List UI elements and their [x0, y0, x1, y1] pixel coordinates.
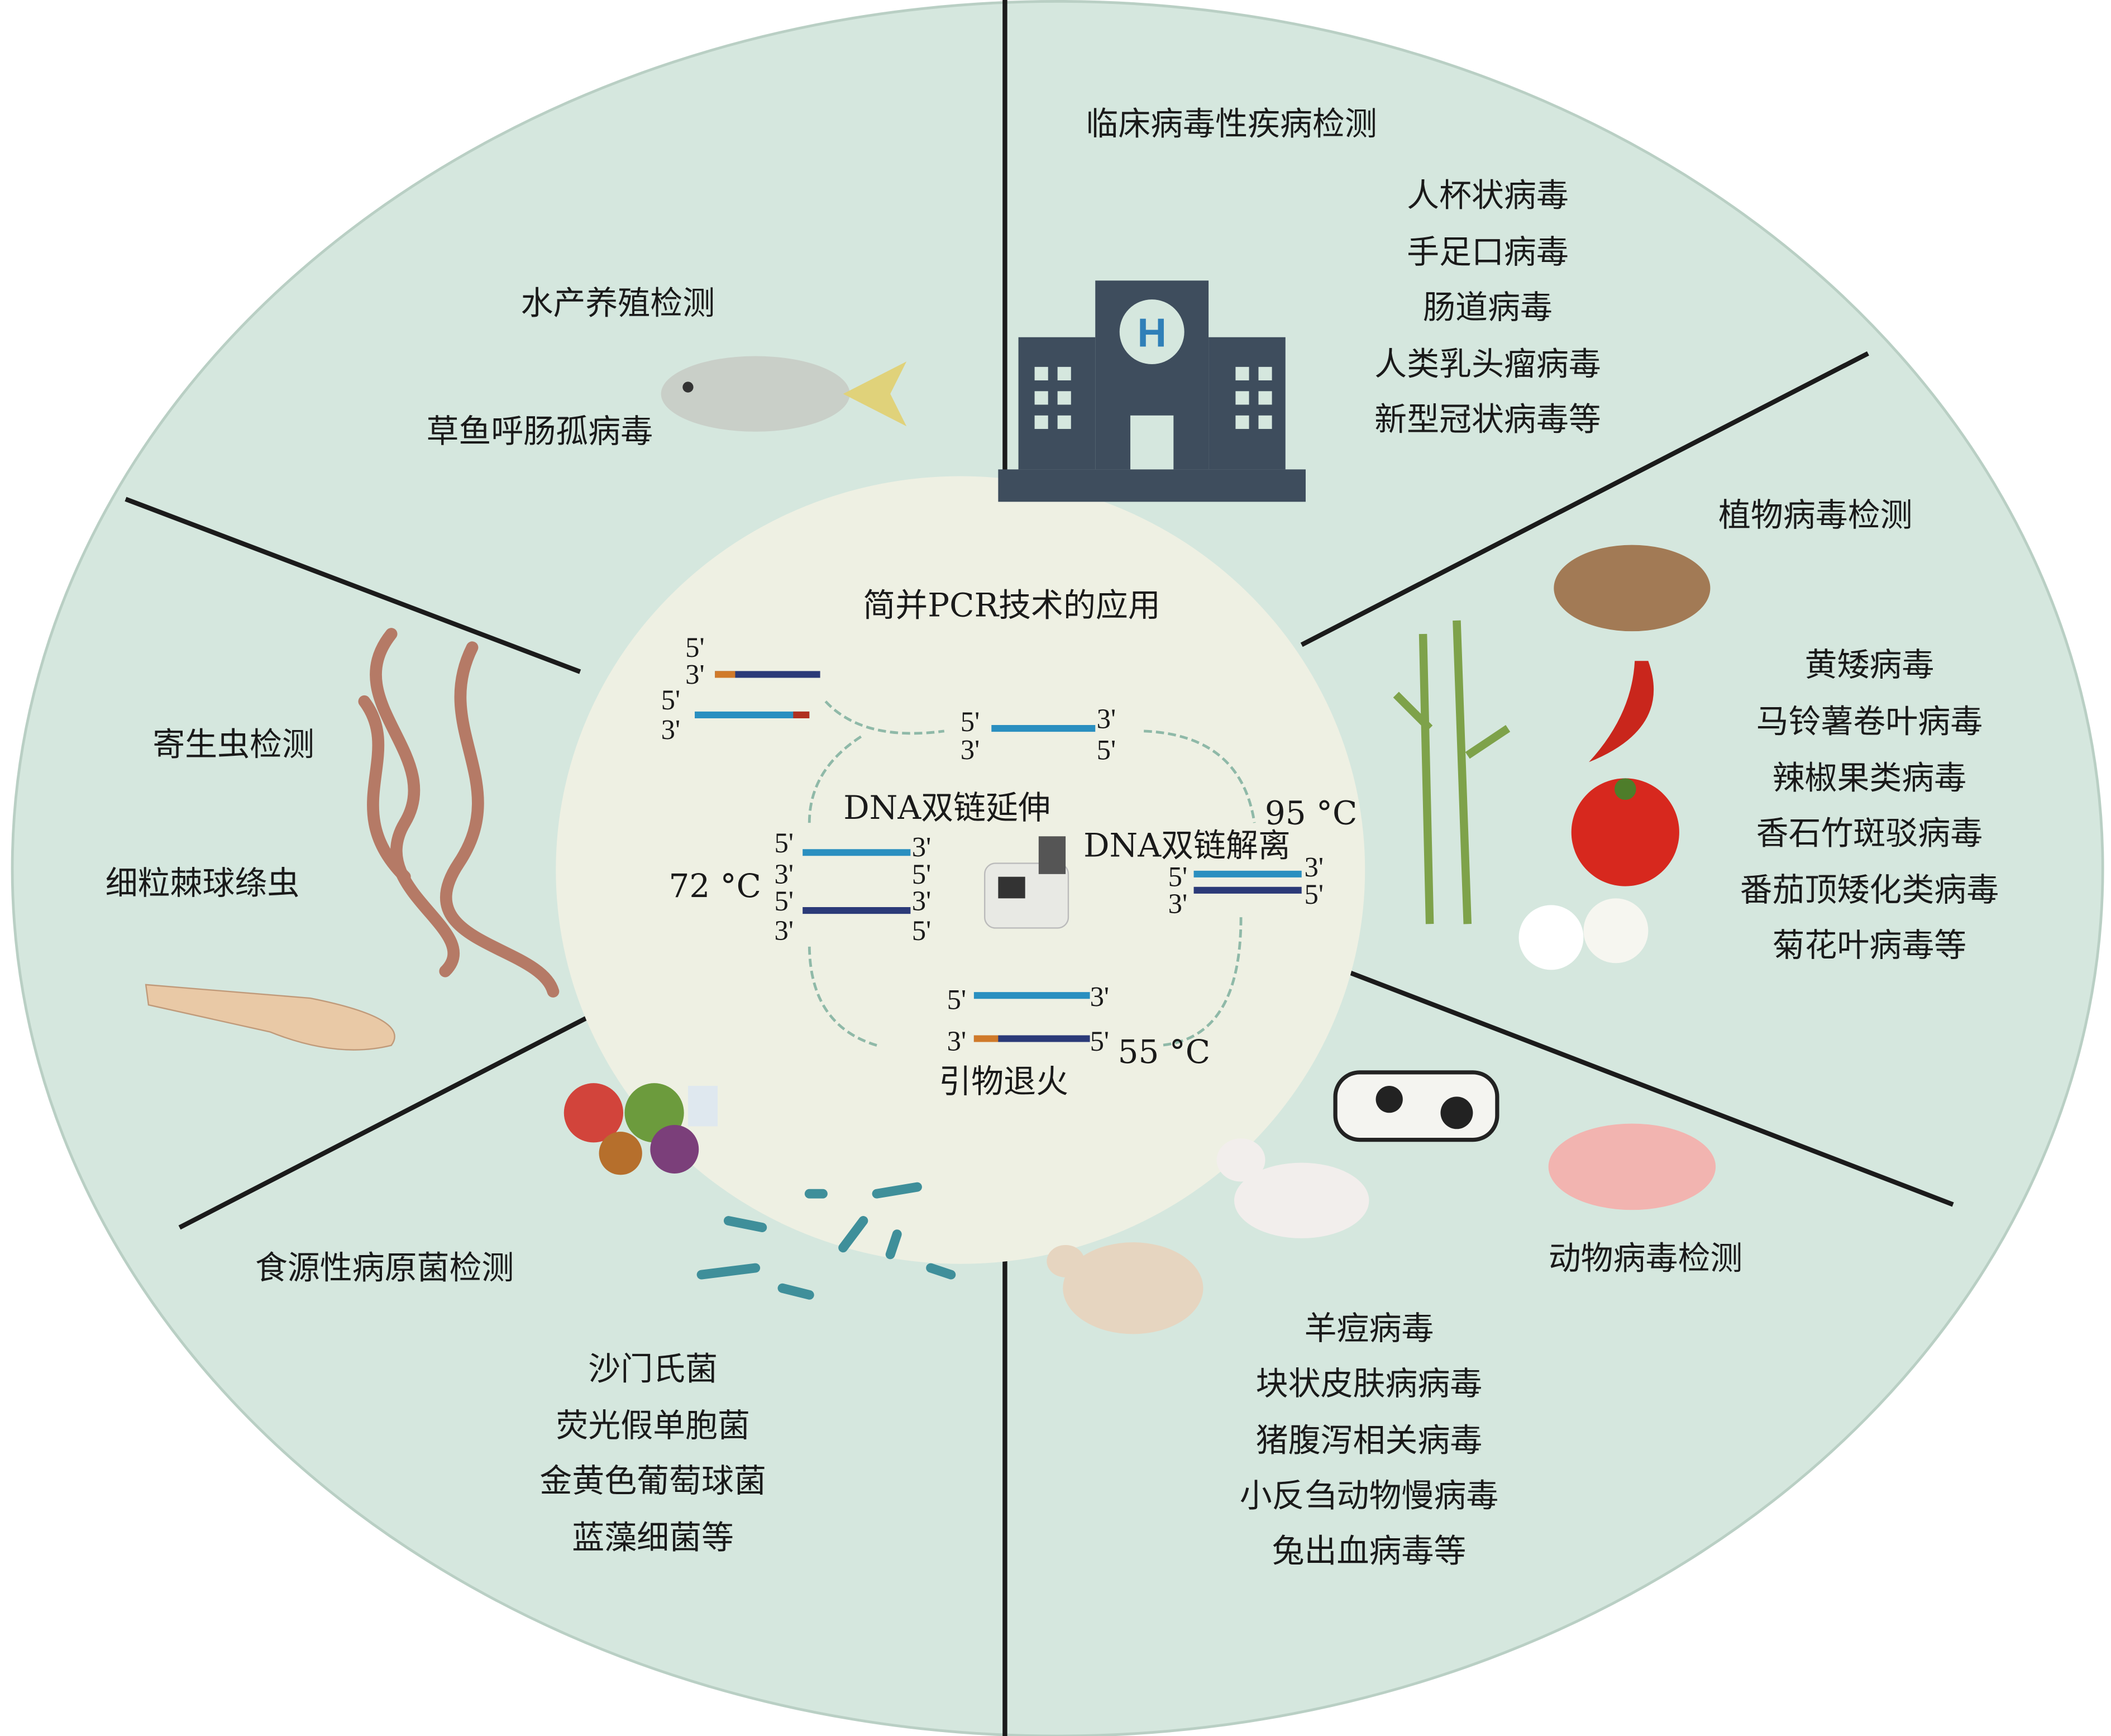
list-item: 金黄色葡萄球菌 — [539, 1462, 766, 1500]
strand-labels: 5' 3' 5' 3' 5' 3' 3' 5' 5' 3' 3' 5' 5' 3… — [661, 632, 1324, 1057]
strand-label: 3' — [1305, 852, 1324, 883]
section-animal: 动物病毒检测 羊痘病毒 块状皮肤病病毒 猪腹泻相关病毒 小反刍动物慢病毒 兔出血… — [1240, 1239, 1743, 1570]
denaturation-label: DNA双链解离 — [1083, 826, 1291, 864]
pcr-machine-icon — [984, 836, 1069, 929]
strand-label: 5' — [1305, 879, 1324, 910]
strand-label: 3' — [774, 859, 794, 890]
section-title: 动物病毒检测 — [1549, 1239, 1743, 1277]
potato-icon — [1554, 545, 1711, 632]
list-item: 沙门氏菌 — [588, 1349, 718, 1387]
temp-denature: 95 °C — [1265, 794, 1357, 832]
list-item: 蓝藻细菌等 — [572, 1518, 734, 1556]
chili-icon — [1589, 661, 1654, 762]
annealing-label: 引物退火 — [939, 1062, 1068, 1100]
list-item: 香石竹斑驳病毒 — [1756, 814, 1983, 852]
section-title: 植物病毒检测 — [1718, 496, 1913, 534]
list-item: 番茄顶矮化类病毒 — [1740, 871, 1999, 909]
svg-text:H: H — [1138, 311, 1167, 356]
strand-label: 5' — [912, 915, 932, 946]
list-item: 辣椒果类病毒 — [1773, 759, 1967, 797]
bacteria-icon — [696, 1182, 956, 1300]
list-item: 小反刍动物慢病毒 — [1240, 1476, 1499, 1514]
section-plant: 植物病毒检测 黄矮病毒 马铃薯卷叶病毒 辣椒果类病毒 香石竹斑驳病毒 番茄顶矮化… — [1718, 496, 1999, 964]
section-aquaculture: 水产养殖检测 草鱼呼肠孤病毒 — [427, 284, 715, 450]
strand-label: 3' — [912, 831, 932, 862]
section-title: 食源性病原菌检测 — [255, 1248, 514, 1286]
strand-label: 5' — [912, 859, 932, 890]
strand-label: 3' — [774, 915, 794, 946]
list-item: 人类乳头瘤病毒 — [1374, 345, 1601, 383]
fish-icon — [661, 356, 907, 432]
strand-label: 3' — [961, 735, 980, 766]
strand-label: 5' — [1097, 735, 1116, 766]
strand-label: 5' — [961, 706, 980, 737]
list-item: 黄矮病毒 — [1805, 646, 1935, 684]
list-item: 肠道病毒 — [1423, 288, 1553, 326]
dna-strands — [695, 671, 1302, 1042]
temp-anneal: 55 °C — [1118, 1033, 1210, 1071]
center-title: 简并PCR技术的应用 — [863, 586, 1160, 624]
strand-label: 5' — [774, 885, 794, 917]
divider-top-left — [125, 497, 581, 674]
extension-label: DNA双链延伸 — [843, 789, 1050, 827]
strand-label: 3' — [1168, 888, 1188, 919]
cotton-icon — [1518, 898, 1649, 970]
strand-label: 5' — [947, 984, 967, 1015]
bamboo-icon — [1393, 620, 1511, 924]
strand-label: 3' — [685, 659, 705, 690]
section-title: 临床病毒性疾病检测 — [1086, 104, 1377, 142]
pig-icon — [1548, 1123, 1716, 1210]
strand-label: 3' — [1090, 981, 1110, 1013]
tomato-icon — [1571, 778, 1679, 886]
strand-label: 5' — [774, 827, 794, 859]
section-foodborne: 食源性病原菌检测 沙门氏菌 荧光假单胞菌 金黄色葡萄球菌 蓝藻细菌等 — [255, 1248, 766, 1556]
hospital-icon: H — [998, 280, 1306, 502]
list-item: 手足口病毒 — [1407, 233, 1569, 271]
divider-bottom-right — [1327, 962, 1954, 1207]
list-item: 草鱼呼肠孤病毒 — [427, 412, 653, 450]
strand-label: 5' — [685, 632, 705, 663]
strand-label: 3' — [947, 1026, 967, 1057]
list-item: 细粒棘球绦虫 — [106, 864, 300, 902]
divider-top-right — [1300, 351, 1869, 647]
section-title: 水产养殖检测 — [521, 284, 715, 322]
list-item: 新型冠状病毒等 — [1374, 400, 1601, 438]
list-item: 羊痘病毒 — [1305, 1309, 1434, 1347]
strand-label: 3' — [661, 714, 681, 745]
section-title: 寄生虫检测 — [152, 725, 314, 763]
pcr-cycle-arrows — [808, 700, 1256, 1047]
list-item: 块状皮肤病病毒 — [1256, 1365, 1483, 1403]
strand-label: 5' — [1168, 861, 1188, 893]
temp-extend: 72 °C — [669, 867, 761, 905]
strand-label: 3' — [912, 885, 932, 917]
section-clinical: 临床病毒性疾病检测 人杯状病毒 手足口病毒 肠道病毒 人类乳头瘤病毒 新型冠状病… — [1086, 104, 1601, 438]
list-item: 人杯状病毒 — [1407, 176, 1569, 214]
list-item: 马铃薯卷叶病毒 — [1756, 702, 1983, 740]
cow-icon — [1333, 1070, 1499, 1142]
list-item: 猪腹泻相关病毒 — [1256, 1421, 1483, 1459]
list-item: 兔出血病毒等 — [1272, 1532, 1467, 1570]
strand-label: 5' — [661, 684, 681, 716]
worm-icon — [358, 628, 560, 998]
section-parasite: 寄生虫检测 细粒棘球绦虫 — [106, 725, 314, 902]
sheep-icon — [1047, 1242, 1203, 1334]
strand-label: 3' — [1097, 703, 1116, 735]
list-item: 荧光假单胞菌 — [556, 1406, 750, 1444]
divider-bottom-left — [178, 1012, 595, 1230]
food-icon — [563, 1083, 718, 1175]
strand-label: 5' — [1090, 1026, 1110, 1057]
rabbit-icon — [1216, 1138, 1369, 1238]
list-item: 菊花叶病毒等 — [1773, 926, 1967, 964]
tapeworm-icon — [145, 984, 395, 1051]
